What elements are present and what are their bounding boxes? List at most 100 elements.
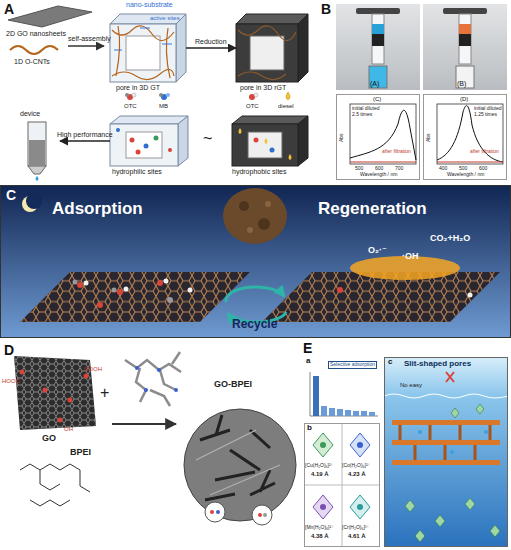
go-sheet [14, 356, 96, 430]
spectrum-chart [437, 104, 503, 164]
adsorbed-molecules [167, 297, 173, 303]
photo-column-blue [372, 24, 384, 34]
label-text: 1D O-CNTs [14, 58, 50, 66]
adsorbed-molecules [157, 280, 163, 286]
label-text: OTC [246, 103, 259, 110]
node-text: hydrophobic sites [232, 168, 286, 176]
process-arrow [60, 140, 110, 142]
photo-column-orange [423, 4, 507, 90]
filter-device [36, 176, 39, 181]
node-text: a [306, 357, 310, 366]
complex-grid [313, 495, 333, 519]
process-arrow [186, 47, 236, 49]
slit-pore-scene [392, 440, 500, 445]
slit-pore-scene [392, 460, 500, 465]
regeneration-glow [468, 293, 473, 298]
spectrum-chart [423, 94, 507, 180]
go-nanosheet [8, 6, 92, 27]
recycle-arrows [228, 312, 286, 322]
selectivity-bars [369, 412, 375, 416]
photo-column-orange [459, 14, 471, 64]
hydrophobic-cube [254, 138, 259, 143]
complex-grid [350, 495, 370, 519]
graphene-sheet [262, 272, 500, 322]
gt-cube [176, 14, 186, 82]
go-bpei-sphere [184, 409, 296, 521]
label-text: [Cr(H₂O)₆]³⁺ [342, 525, 369, 531]
label-text: [Mn(H₂O)₆]²⁺ [305, 525, 334, 531]
go-sheet [14, 356, 96, 430]
label-text: [Cu(H₂O)₆]²⁺ [305, 463, 333, 469]
photo-column-orange [459, 24, 471, 34]
rgt-cube [236, 24, 298, 82]
complex-grid [357, 442, 363, 448]
label-text: 4.23 Å [348, 471, 366, 478]
go-bpei-sphere [196, 430, 280, 495]
pollutant-icons [132, 93, 136, 97]
hydrophobic-cube [232, 124, 298, 166]
adsorbed-molecules [84, 281, 89, 286]
photo-column-blue [336, 4, 420, 90]
complex-grid [304, 485, 380, 486]
rgt-cube [298, 14, 308, 82]
label-text: [Co(H₂O)₆]²⁺ [342, 463, 370, 469]
go-bpei-sphere [205, 502, 225, 522]
cnt-fiber [10, 46, 58, 54]
gt-cube [110, 24, 176, 82]
photo-column-orange [459, 34, 471, 46]
process-arrow [112, 424, 176, 425]
selectivity-bars [310, 372, 311, 416]
bpei-structure [20, 464, 90, 506]
hydrophilic-cube [136, 150, 141, 155]
complex-grid [304, 423, 380, 547]
pollutant-icons [125, 92, 290, 100]
spectrum-chart [350, 104, 416, 164]
rgt-cube [250, 36, 284, 70]
graphene-sheet [20, 272, 500, 322]
bpei-structure [20, 464, 90, 506]
go-bpei-sphere [184, 409, 296, 525]
selectivity-bars [321, 406, 327, 416]
pollutant-icons [286, 92, 290, 100]
bpei-molecule [125, 352, 181, 406]
hydrophilic-cube [168, 148, 172, 152]
go-sheet [68, 398, 73, 403]
label-text: 2D GO nanosheets [6, 30, 66, 38]
night-background [26, 193, 42, 209]
graphene-sheet [20, 272, 250, 322]
label-text: GO-BPEI [214, 380, 252, 390]
adsorbed-molecules [164, 279, 169, 284]
selectivity-bars [345, 410, 351, 416]
label-text: MB [159, 103, 168, 110]
node-text: A [4, 2, 14, 17]
label-text: 4.19 Å [311, 471, 329, 478]
pollutant-icons [159, 93, 163, 97]
complex-grid [313, 433, 333, 457]
recycle-arrows [226, 287, 286, 322]
go-sheet [58, 418, 63, 423]
go-sheet [84, 374, 89, 379]
selectivity-bars [353, 411, 359, 416]
spectrum-chart [423, 94, 507, 180]
aerogel [239, 201, 249, 211]
edge-label: Reduction [195, 38, 227, 46]
night-background [0, 185, 511, 338]
hydrophilic-cube [110, 116, 188, 166]
filter-device [28, 122, 46, 166]
gt-cube [110, 14, 186, 82]
slit-pore-scene [400, 425, 490, 460]
photo-column-blue [372, 14, 384, 64]
go-sheet [20, 370, 25, 375]
slit-pore-scene [446, 372, 454, 382]
hydrophobic-cube [298, 116, 308, 166]
node-text: E [303, 341, 312, 356]
bpei-molecule [144, 388, 148, 392]
label-text: BPEI [70, 448, 91, 458]
filter-device [29, 140, 45, 165]
go-bpei-sphere [210, 510, 214, 514]
gt-cube [112, 26, 174, 80]
gt-cube [110, 14, 186, 24]
rgt-cube [236, 14, 308, 24]
label-text: GO [42, 434, 56, 444]
